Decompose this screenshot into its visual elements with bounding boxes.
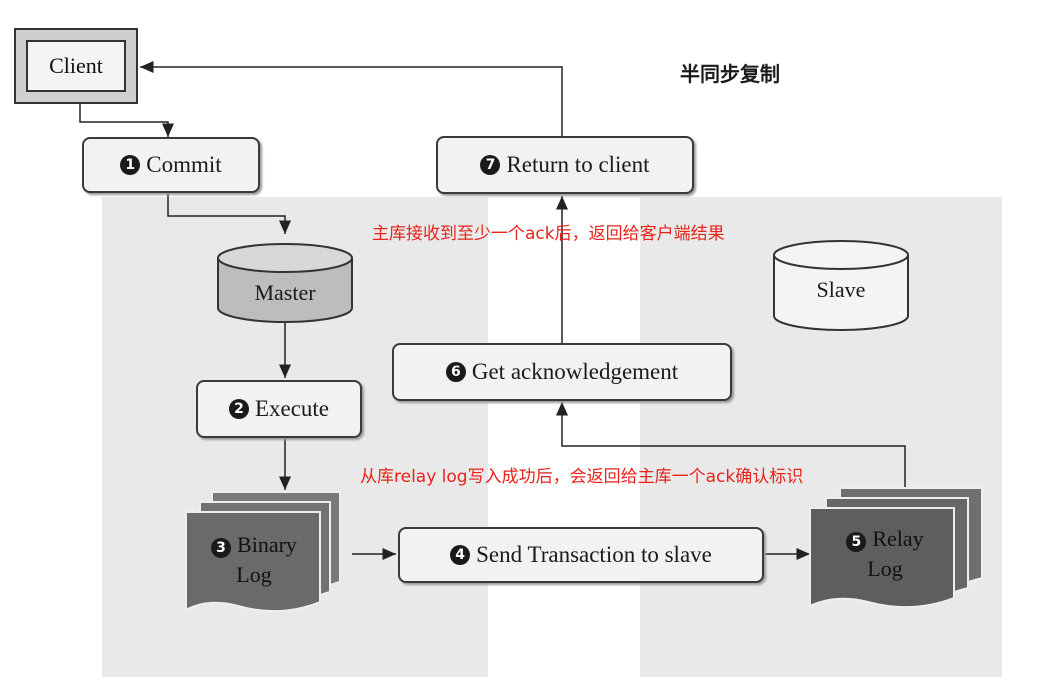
diagram-title: 半同步复制 [680,62,780,86]
client-label: Client [26,40,126,92]
slave-cylinder [773,240,909,331]
master-ack-note: 主库接收到至少一个ack后，返回给客户端结果 [372,224,725,244]
relay-log-line1: Relay [872,526,924,551]
return-label: Return to client [506,152,650,177]
step-number-3: 3 [211,538,232,558]
ack-box: 6 Get acknowledgement [392,343,732,401]
client-box: Client [14,28,138,104]
arrow-relaylog-to-ack [556,402,906,488]
execute-box: 2 Execute [196,380,362,438]
binary-log-stack [185,491,341,613]
step-number-4: 4 [450,545,471,565]
relay-log-line2: Log [867,556,903,581]
binary-log-line2: Log [236,562,272,587]
execute-label: Execute [254,396,330,421]
step-number-5: 5 [846,532,867,552]
step-number-1: 1 [120,155,141,175]
arrow-commit-to-master [167,193,291,234]
send-label: Send Transaction to slave [476,542,712,567]
step-number-7: 7 [480,155,501,175]
slave-ack-note: 从库relay log写入成功后，会返回给主库一个ack确认标识 [360,467,804,487]
relay-log-stack [809,487,983,609]
send-box: 4 Send Transaction to slave [398,527,764,583]
step-number-6: 6 [445,362,466,382]
commit-label: Commit [146,152,222,177]
binary-log-line1: Binary [237,532,297,557]
slave-label: Slave [816,277,866,302]
master-cylinder [217,243,353,323]
master-label: Master [254,280,316,305]
return-box: 7 Return to client [436,136,694,194]
commit-box: 1 Commit [82,137,260,193]
step-number-2: 2 [228,399,249,419]
ack-label: Get acknowledgement [471,359,679,384]
arrow-client-to-commit [79,104,174,137]
arrow-return-to-client [140,61,563,136]
